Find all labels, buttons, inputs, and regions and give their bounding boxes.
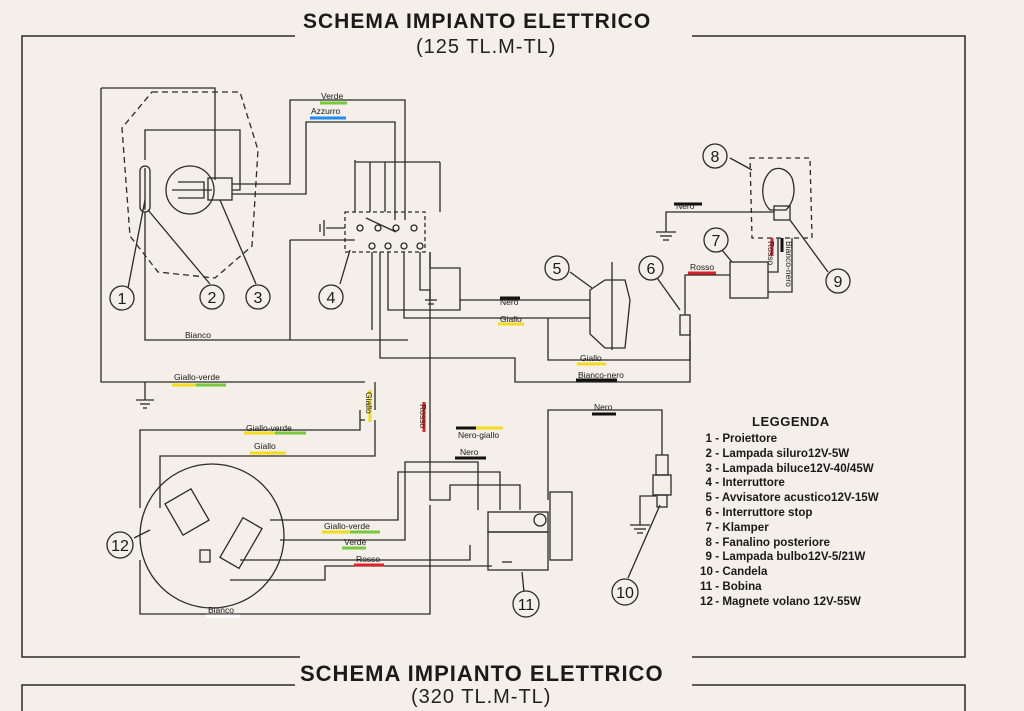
legend-item: 12 - Magnete volano 12V-55W xyxy=(700,594,861,608)
svg-text:10: 10 xyxy=(616,585,634,602)
callout-4: 4 xyxy=(318,284,344,310)
label-giallo-vert: Giallo xyxy=(364,392,374,414)
callout-2: 2 xyxy=(199,284,225,310)
label-bianco-nero-vert: Bianco-nero xyxy=(784,241,794,287)
label-verde-top: Verde xyxy=(321,91,343,101)
legend-item: 10 - Candela xyxy=(700,565,768,579)
svg-text:4: 4 xyxy=(327,290,336,307)
klamper xyxy=(729,261,769,299)
wires xyxy=(100,87,829,615)
label-bianco-bottom: Bianco xyxy=(208,605,234,615)
spark-plug xyxy=(630,454,672,534)
svg-text:5: 5 xyxy=(553,261,562,278)
svg-text:12: 12 xyxy=(111,538,129,555)
tail-light xyxy=(656,157,813,241)
svg-text:8: 8 xyxy=(711,149,720,166)
label-giallo-12: Giallo xyxy=(254,441,276,451)
legend-list: 1 - Proiettore 2 - Lampada siluro12V-5W … xyxy=(700,432,879,610)
svg-text:1: 1 xyxy=(118,291,127,308)
label-giallo-verde-ground: Giallo-verde xyxy=(174,372,220,382)
legend-item: 3 - Lampada biluce12V-40/45W xyxy=(705,461,874,475)
label-giallo-low: Giallo xyxy=(580,353,602,363)
callout-7: 7 xyxy=(703,227,729,253)
svg-text:2: 2 xyxy=(208,290,217,307)
legend-item: 8 - Fanalino posteriore xyxy=(705,535,830,549)
svg-text:11: 11 xyxy=(518,597,535,614)
label-bianco-nero: Bianco-nero xyxy=(578,370,624,380)
legend-item: 1 - Proiettore xyxy=(705,432,778,445)
label-nero-11: Nero xyxy=(594,402,613,412)
callout-5: 5 xyxy=(544,255,570,281)
stop-switch xyxy=(679,274,730,336)
callout-1: 1 xyxy=(109,285,135,311)
headlight-outline xyxy=(121,91,259,279)
callout-12: 12 xyxy=(106,531,134,559)
svg-text:3: 3 xyxy=(254,290,263,307)
label-azzurro: Azzurro xyxy=(311,106,341,116)
label-nero-5: Nero xyxy=(500,297,519,307)
callout-10: 10 xyxy=(611,578,639,606)
callout-11: 11 xyxy=(512,590,540,618)
page-frame xyxy=(21,35,966,711)
headlight-bulb xyxy=(165,165,215,215)
wire-color-highlights xyxy=(172,101,784,618)
label-rosso-low: Rosso xyxy=(356,554,380,564)
legend-title: LEGGENDA xyxy=(752,414,830,429)
next-section-title: SCHEMA IMPIANTO ELETTRICO xyxy=(300,661,664,686)
legend-item: 4 - Interruttore xyxy=(705,476,785,490)
label-bianco-1: Bianco xyxy=(185,330,211,340)
page-subtitle: (125 TL.M-TL) xyxy=(416,36,557,58)
label-rosso-vert: Rosso xyxy=(766,241,776,265)
legend-item: 11 - Bobina xyxy=(700,579,762,593)
legend-item: 5 - Avvisatore acustico12V-15W xyxy=(705,491,879,505)
headlight-assembly xyxy=(121,91,259,279)
callout-9: 9 xyxy=(825,268,851,294)
horn xyxy=(547,262,691,361)
magneto-flywheel xyxy=(139,382,501,615)
page-title: SCHEMA IMPIANTO ELETTRICO xyxy=(303,10,652,33)
svg-text:7: 7 xyxy=(712,233,721,250)
label-nero-8: Nero xyxy=(676,201,695,211)
label-giallo-5: Giallo xyxy=(500,314,522,324)
svg-text:9: 9 xyxy=(834,274,843,291)
wire-labels: Verde Azzurro Nero Rosso Rosso Bianco-ne… xyxy=(174,91,794,615)
callout-8: 8 xyxy=(702,143,728,169)
next-section-subtitle: (320 TL.M-TL) xyxy=(411,686,552,708)
legend-item: 7 - Klamper xyxy=(705,520,769,534)
label-nero-mid: Nero xyxy=(460,447,479,457)
callout-6: 6 xyxy=(638,255,664,281)
ignition-coil xyxy=(487,409,663,571)
light-switch xyxy=(344,211,426,253)
callouts: 1 2 3 4 5 6 7 8 9 10 11 12 xyxy=(106,143,851,618)
legend-item: 2 - Lampada siluro12V-5W xyxy=(705,446,850,460)
svg-text:6: 6 xyxy=(647,261,656,278)
label-giallo-verde-low: Giallo-verde xyxy=(324,521,370,531)
label-rosso-7: Rosso xyxy=(690,262,714,272)
label-rosso-center: Rosso xyxy=(418,404,428,428)
label-giallo-verde-12: Giallo-verde xyxy=(246,423,292,433)
callout-3: 3 xyxy=(245,284,271,310)
label-verde-low: Verde xyxy=(344,537,366,547)
legend-item: 9 - Lampada bulbo12V-5/21W xyxy=(705,550,866,564)
legend-item: 6 - Interruttore stop xyxy=(705,505,813,519)
label-nero-giallo: Nero-giallo xyxy=(458,430,499,440)
